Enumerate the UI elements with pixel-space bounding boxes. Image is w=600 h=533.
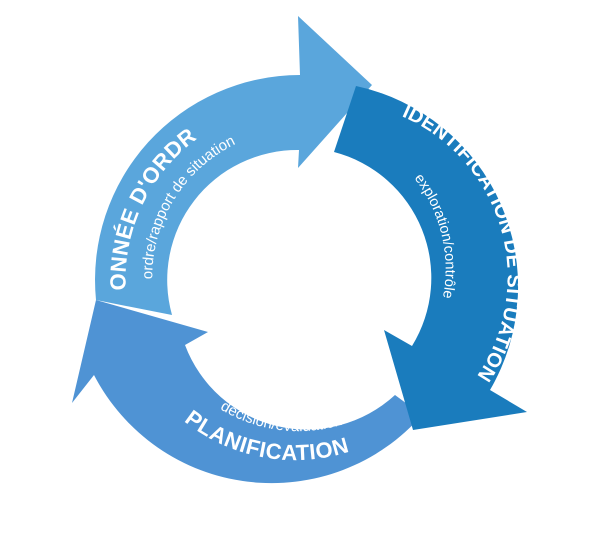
planning-arrow: [72, 300, 422, 484]
order-arrow: [95, 16, 372, 315]
identification-arrow: [334, 86, 527, 430]
